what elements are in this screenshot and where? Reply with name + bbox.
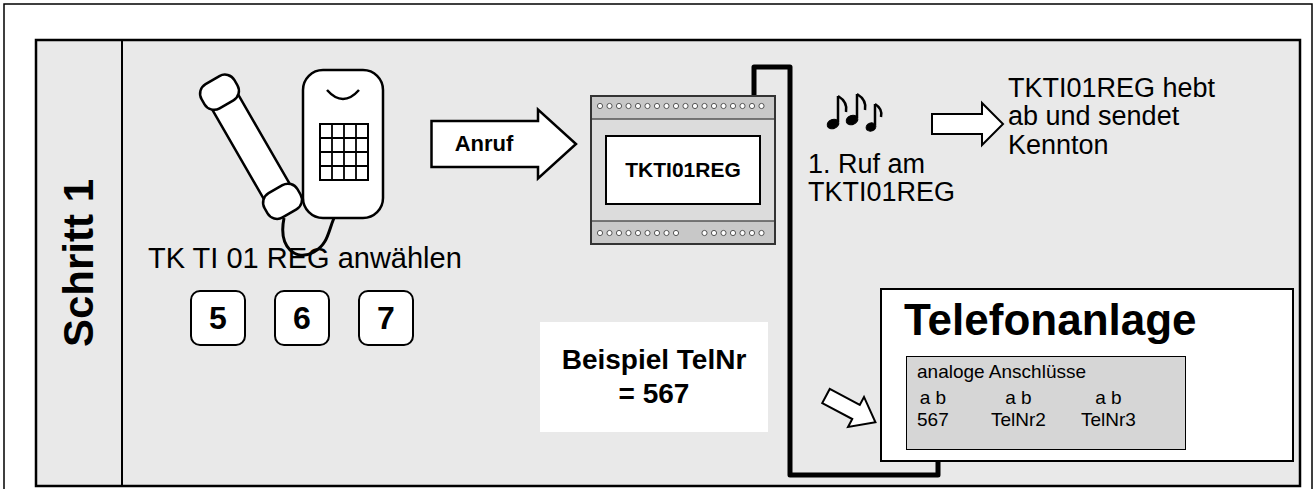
box-title: Telefonanlage [904,298,1197,342]
port-number: TelNr2 [991,409,1046,431]
step-panel [36,40,1300,486]
ring-note: 1. Ruf am TKTI01REG [808,150,968,207]
port-column: a bTelNr3 [1081,387,1136,431]
example-plate: Beispiel TelNr = 567 [540,322,768,432]
step-band: Schritt 1 [36,40,123,486]
key-digit: 5 [209,302,227,334]
status-note: TKTI01REG hebt ab und sendet Kennton [1008,74,1243,159]
port-number: 567 [917,409,949,431]
terminal-pair: a b [1005,387,1031,409]
key-button: 5 [190,290,246,346]
page-frame [4,4,1312,489]
key-button: 6 [274,290,330,346]
device-label: TKTI01REG [605,135,761,205]
port-column: a b567 [917,387,949,431]
ring-notes [826,94,882,132]
port-column: a bTelNr2 [991,387,1046,431]
interface-device: TKTI01REG [590,95,776,245]
example-text: Beispiel TelNr = 567 [559,343,749,410]
pointer-arrow [818,381,883,437]
arrow-label: Anruf [455,132,514,156]
step-title: Schritt 1 [58,179,100,347]
call-arrow: Anruf [430,108,578,180]
phone-system-box: Telefonanlageanaloge Anschlüssea b567a b… [880,288,1294,462]
key-digit: 7 [377,302,395,334]
port-number: TelNr3 [1081,409,1136,431]
dial-instruction: TK TI 01 REG anwählen [148,243,462,273]
panel-heading: analoge Anschlüsse [917,362,1086,383]
key-digit: 6 [293,302,311,334]
telephone [196,70,383,255]
terminal-pair: a b [920,387,946,409]
key-button: 7 [358,290,414,346]
port-panel: analoge Anschlüssea b567a bTelNr2a bTelN… [906,356,1186,450]
terminal-pair: a b [1095,387,1121,409]
result-arrow [932,103,1003,145]
